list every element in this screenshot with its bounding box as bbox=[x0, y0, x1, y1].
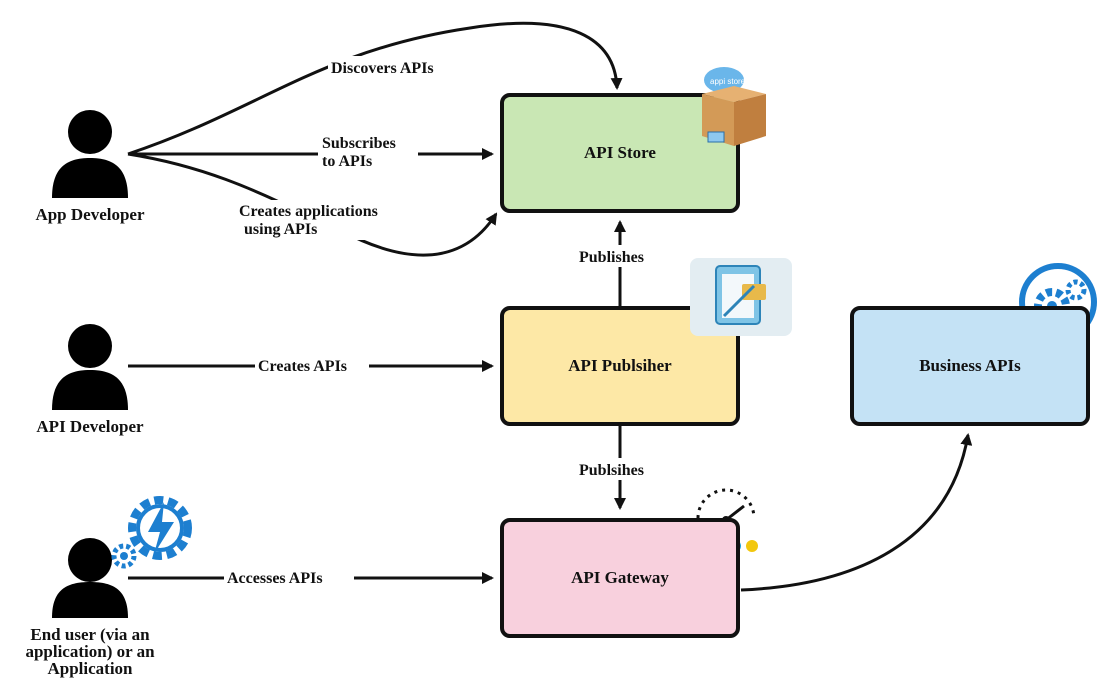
label-creates-apps-line1: Creates applications bbox=[239, 203, 378, 220]
label-discovers: Discovers APIs bbox=[331, 60, 434, 77]
business-apis-box[interactable]: Business APIs bbox=[850, 306, 1090, 426]
edge-gateway-business bbox=[740, 433, 973, 592]
lightning-gear-icon bbox=[111, 496, 192, 569]
edge-labels: Discovers APIs Subscribes to APIs Create… bbox=[224, 56, 665, 588]
cardboard-box-graphic: appi store bbox=[702, 67, 766, 146]
label-publishes: Publishes bbox=[579, 249, 644, 266]
business-apis-title: Business APIs bbox=[919, 356, 1021, 375]
label-subscribes-line2: to APIs bbox=[322, 153, 372, 170]
label-creates-apis: Creates APIs bbox=[258, 358, 347, 375]
clipboard-icon bbox=[690, 258, 792, 336]
api-gateway-box[interactable]: API Gateway bbox=[500, 518, 740, 638]
person-icon-app-developer bbox=[52, 110, 128, 198]
edge-discovers bbox=[127, 21, 623, 156]
api-store-box-icon: appi store bbox=[694, 62, 770, 150]
end-user-label: End user (via an application) or an Appl… bbox=[0, 626, 180, 677]
label-accesses: Accesses APIs bbox=[227, 570, 323, 587]
svg-text:appi store: appi store bbox=[710, 77, 746, 86]
end-user-label-line3: Application bbox=[47, 659, 133, 678]
person-icon-api-developer bbox=[52, 324, 128, 410]
api-developer-label: API Developer bbox=[36, 417, 144, 436]
end-user-label-line2: application) or an bbox=[25, 642, 155, 661]
label-publsihes: Publsihes bbox=[579, 462, 644, 479]
label-subscribes-line1: Subscribes bbox=[322, 135, 396, 152]
api-gateway-title: API Gateway bbox=[571, 568, 669, 587]
end-user-label-line1: End user (via an bbox=[30, 625, 150, 644]
app-developer-label: App Developer bbox=[35, 205, 145, 224]
label-creates-apps-line2: using APIs bbox=[244, 221, 317, 238]
api-store-title: API Store bbox=[584, 143, 656, 162]
api-store-box[interactable]: API Store bbox=[500, 93, 740, 213]
api-publisher-title: API Publsiher bbox=[568, 356, 672, 375]
person-icon-end-user bbox=[52, 538, 128, 618]
